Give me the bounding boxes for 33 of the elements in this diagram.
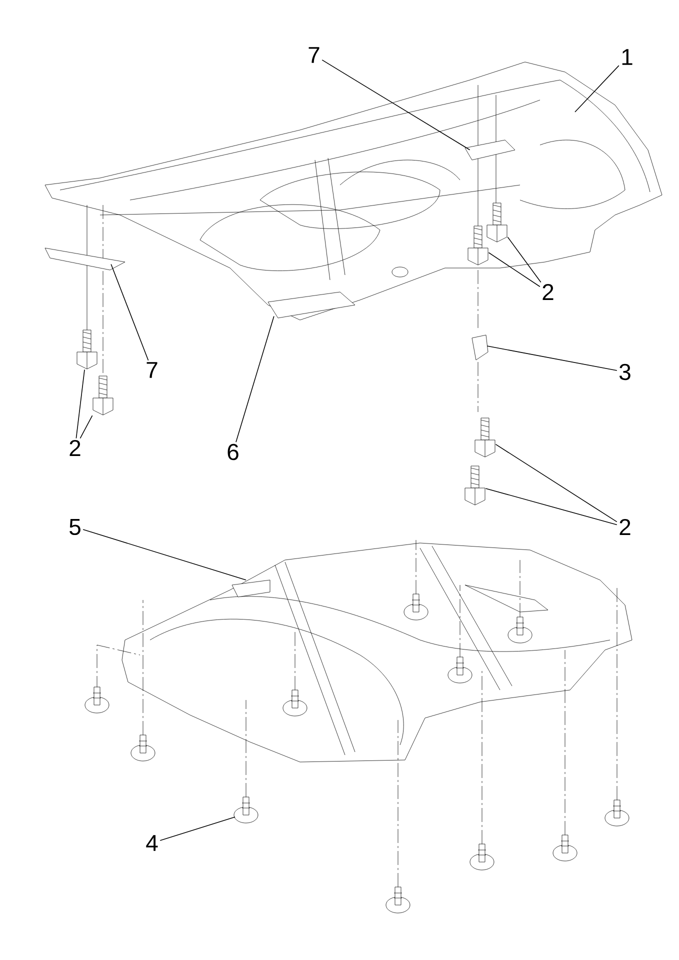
callout-number: 6 [228, 444, 238, 460]
leader-line [322, 60, 470, 150]
callout-number: 1 [622, 49, 632, 65]
leader-line [110, 264, 149, 361]
leader-line [160, 816, 236, 841]
leader-line [574, 65, 620, 112]
callout-number: 4 [146, 835, 158, 851]
leader-line [82, 529, 246, 580]
leader-line [495, 444, 618, 522]
callout-number: 3 [619, 364, 630, 380]
leader-line [488, 252, 540, 288]
leader-line [485, 488, 618, 526]
callout-number: 7 [308, 47, 320, 63]
bolt [76, 330, 98, 370]
callout-number: 2 [70, 440, 80, 456]
clip [472, 334, 488, 360]
bracket [44, 248, 126, 270]
callout-number: 5 [70, 518, 80, 536]
leader-line [236, 316, 274, 443]
bracket [464, 140, 516, 160]
leader-line [80, 415, 93, 439]
callout-number: 7 [146, 362, 158, 378]
leader-line [486, 346, 618, 371]
bolt [486, 202, 508, 242]
leader-line [76, 369, 85, 439]
bolt [92, 376, 114, 416]
callout-number: 2 [620, 518, 630, 536]
insulator-strip [268, 292, 356, 318]
bolt [474, 418, 496, 458]
leader-line [507, 236, 542, 283]
bolt [464, 466, 486, 506]
bolt [468, 226, 488, 266]
callout-number: 2 [542, 284, 554, 300]
